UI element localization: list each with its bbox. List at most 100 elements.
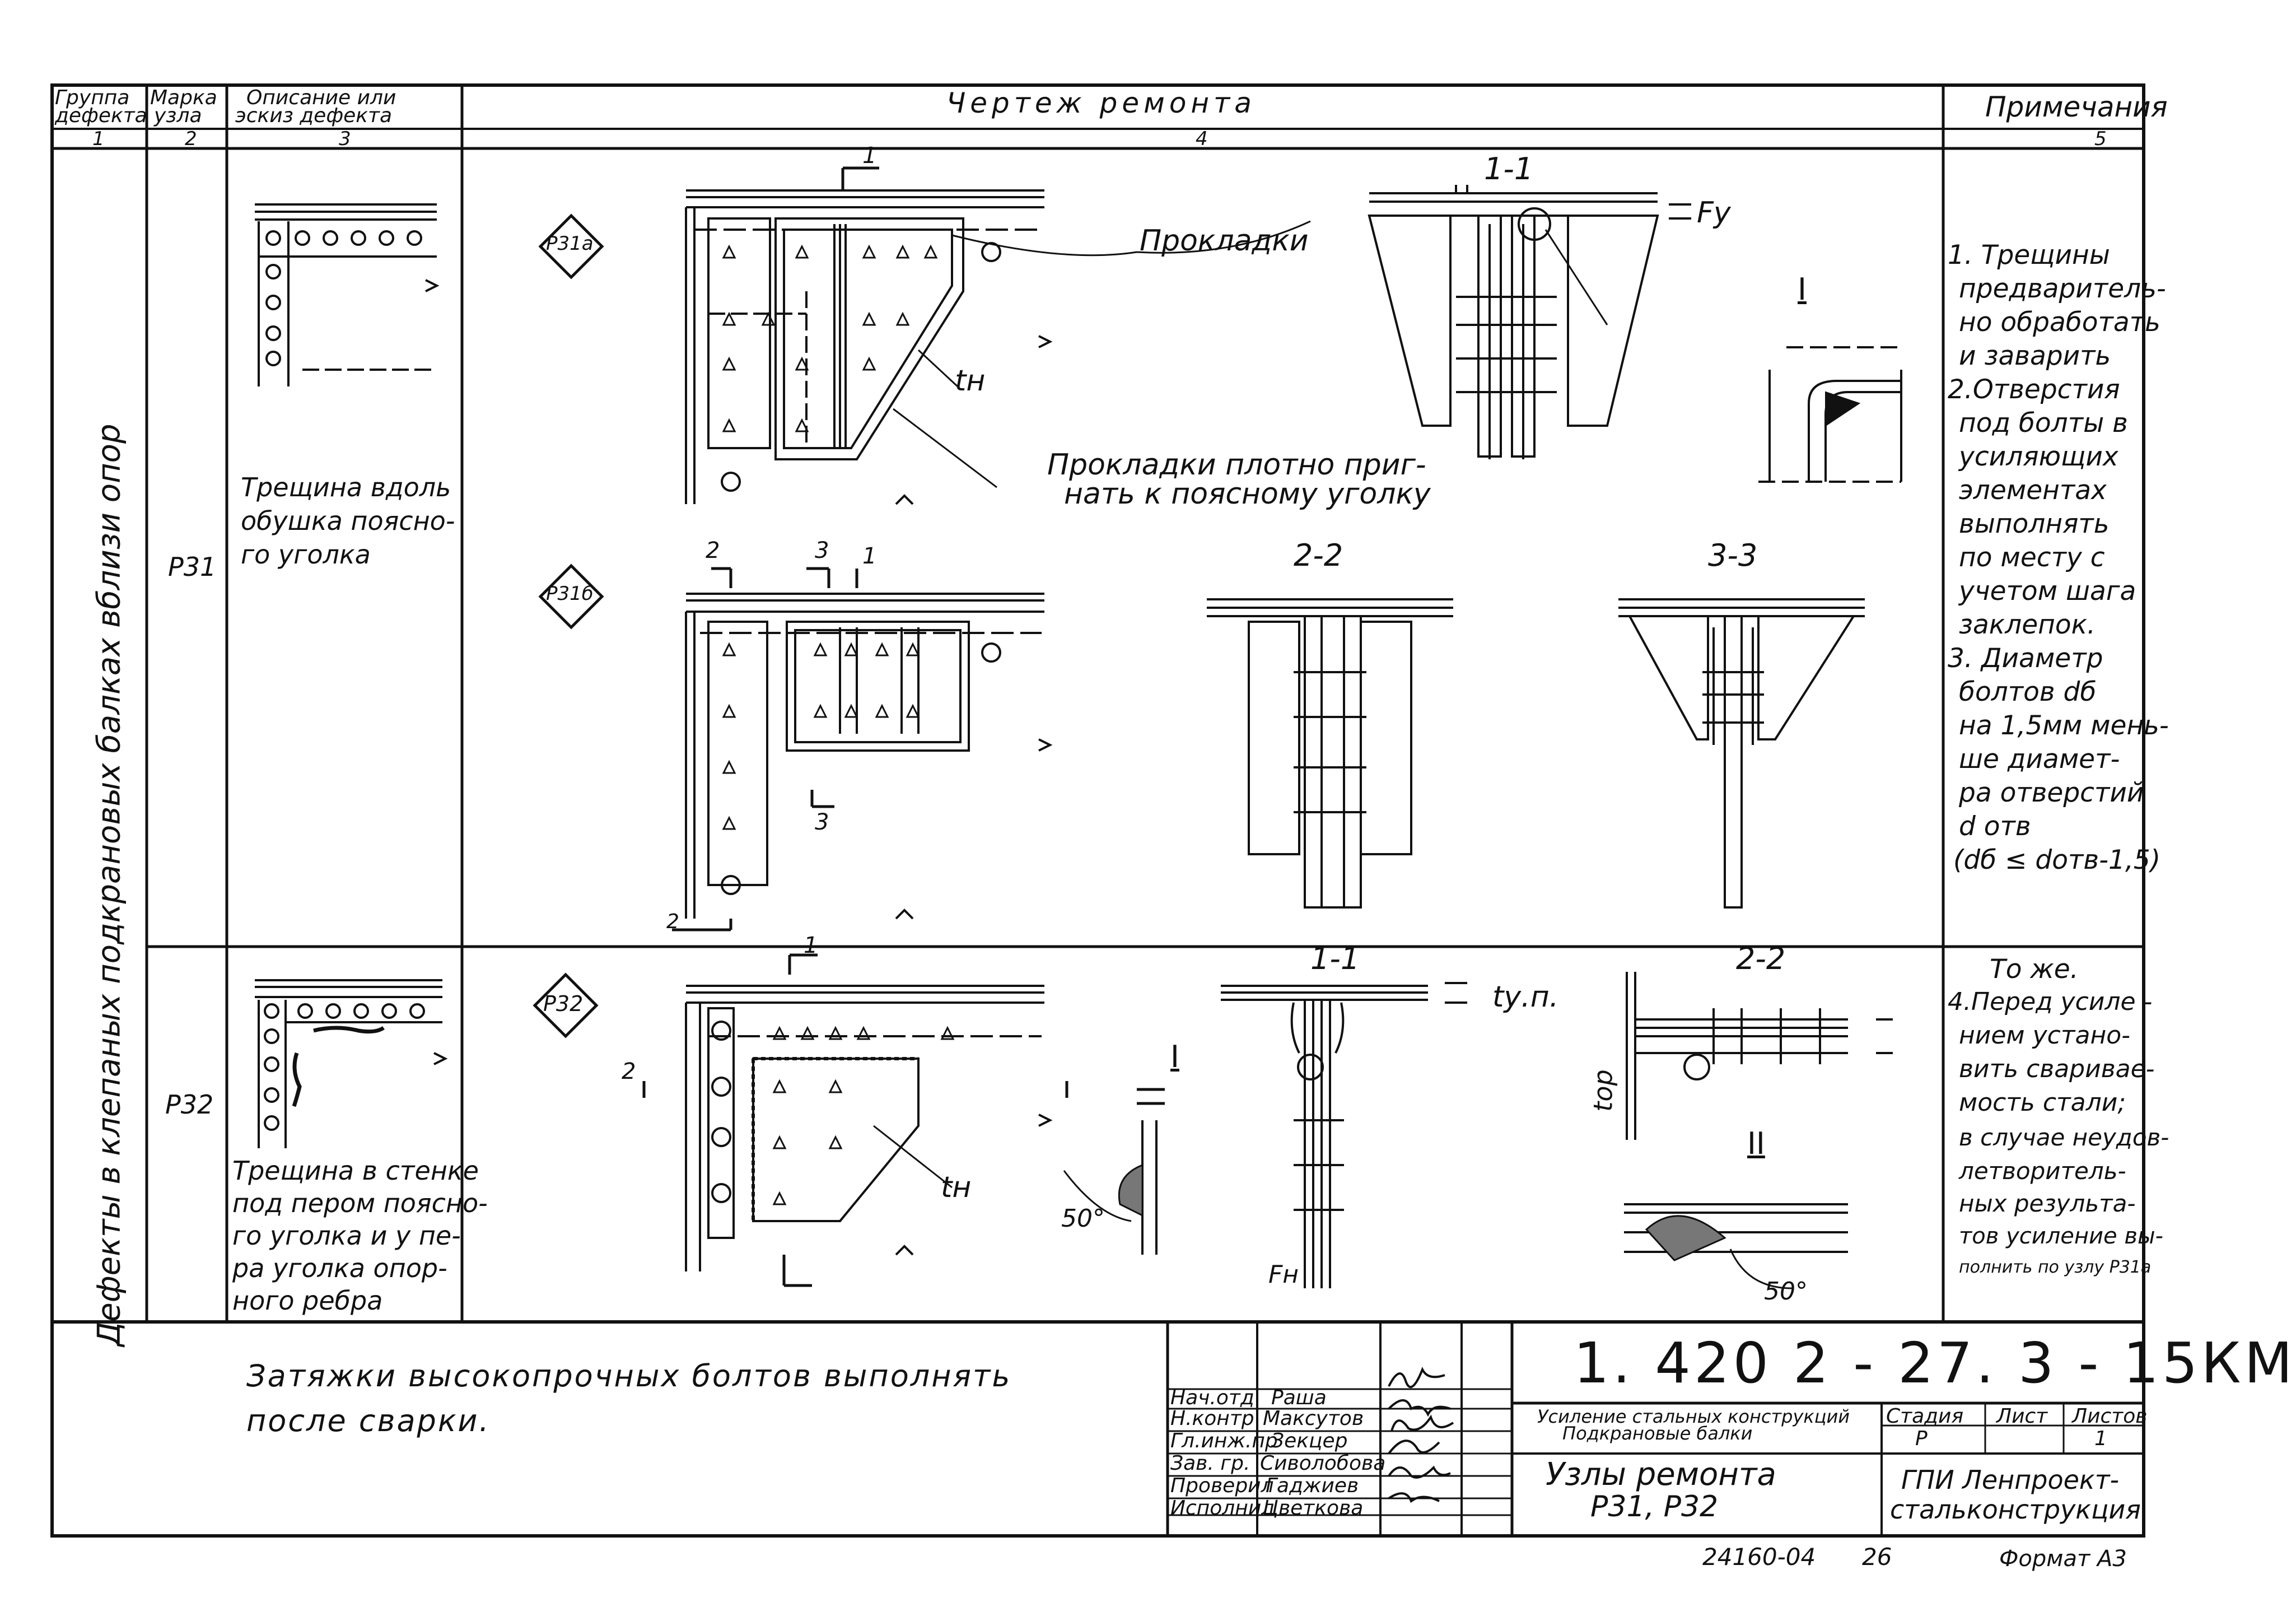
footer-note-line1: Затяжки высокопрочных болтов выполнять — [246, 1358, 1012, 1394]
note-line: 2.Отверстия — [1948, 374, 2120, 405]
note-line: (dб ≤ dотв-1,5) — [1953, 845, 2161, 875]
sig-role-3: Гл.инж.пр — [1170, 1429, 1278, 1452]
note-line: мость стали; — [1959, 1088, 2126, 1117]
stage-label: Стадия — [1886, 1405, 1964, 1428]
p31b-front-view — [672, 567, 1053, 931]
project-line2: Подкрановые балки — [1562, 1423, 1753, 1444]
sheet-title-line1: Узлы ремонта — [1546, 1456, 1776, 1493]
row1-mark: Р31 — [168, 552, 217, 582]
cut-mark-1-row1: 1 — [862, 143, 877, 169]
section-title-3-3-row1: 3-3 — [1708, 538, 1758, 573]
sig-name-5: Гаджиев — [1266, 1474, 1359, 1497]
row2-description-line1: Трещина в стенке — [232, 1156, 479, 1186]
sig-name-3: Зекцер — [1271, 1429, 1348, 1452]
section-title-2-2-row2: 2-2 — [1736, 941, 1786, 976]
note-line: болтов dб — [1959, 677, 2097, 707]
note-line: 1. Трещины — [1948, 240, 2110, 271]
label-fy: Fу — [1697, 196, 1731, 230]
col2-title-line2: узла — [154, 104, 202, 127]
sheets-value: 1 — [2094, 1427, 2107, 1450]
row2-description-line4: ра уголка опор- — [232, 1253, 447, 1283]
row1-description-line3: го уголка — [241, 539, 371, 570]
cut-mark-3-row1-bottom: 3 — [815, 809, 829, 835]
note-line: в случае неудов- — [1959, 1124, 2169, 1151]
row2-description-line3: го уголка и у пе- — [232, 1221, 461, 1251]
label-tn-row2: tн — [941, 1171, 972, 1204]
col-number-4: 4 — [1196, 128, 1208, 150]
org-line2: стальконструкция — [1890, 1494, 2141, 1525]
node-tag-diamonds — [533, 213, 604, 1038]
p32-section-2-2 — [1626, 972, 1893, 1140]
note-line: ра отверстий — [1959, 777, 2144, 808]
note-line: 3. Диаметр — [1948, 643, 2103, 674]
org-line1: ГПИ Ленпроект- — [1901, 1465, 2120, 1495]
defect-sketch-p32 — [255, 979, 448, 1148]
note-line: тов усиление вы- — [1959, 1223, 2163, 1249]
node-tag-p32: Р32 — [543, 991, 584, 1016]
row1-description-line1: Трещина вдоль — [241, 472, 451, 502]
label-fn: Fн — [1268, 1260, 1299, 1289]
archive-number: 24160-04 — [1702, 1543, 1816, 1571]
note-line: полнить по узлу Р31а — [1959, 1257, 2152, 1277]
note-line: по месту с — [1959, 542, 2105, 573]
col-number-3: 3 — [339, 128, 351, 150]
project-line1: Усиление стальных конструкций — [1537, 1406, 1850, 1427]
section-title-2-2-row1: 2-2 — [1294, 538, 1343, 573]
note-line: вить сваривае- — [1959, 1055, 2155, 1083]
sig-name-2: Максутов — [1263, 1407, 1364, 1430]
sig-name-1: Раша — [1271, 1386, 1327, 1409]
note-line: на 1,5мм мень- — [1959, 710, 2169, 741]
note-line: выполнять — [1959, 509, 2110, 539]
col2-title-line1: Марка — [150, 86, 217, 109]
note-line: То же. — [1990, 954, 2079, 985]
col4-title: Чертеж ремонта — [946, 87, 1256, 119]
note-line: ных результа- — [1959, 1190, 2136, 1217]
label-prokladki-fit-line1: Прокладки плотно приг- — [1047, 448, 1426, 482]
note-line: ше диамет- — [1959, 744, 2120, 775]
note-line: под болты в — [1959, 408, 2128, 439]
row2-mark: Р32 — [165, 1089, 214, 1120]
defect-sketch-p31 — [255, 203, 440, 386]
detail-title-I-row1: I — [1798, 272, 1807, 307]
sig-role-6: Исполнил — [1170, 1497, 1275, 1520]
sig-name-4: Сиволобова — [1260, 1452, 1386, 1475]
note-line: нием устано- — [1959, 1021, 2131, 1050]
section-title-1-1-row2: 1-1 — [1310, 941, 1360, 976]
row2-description-line5: ного ребра — [232, 1285, 383, 1316]
p31b-section-2-2 — [1207, 598, 1453, 909]
p31a-front-view — [685, 166, 1311, 505]
label-tn-row1: tн — [955, 364, 986, 398]
col3-title-line1: Описание или — [246, 86, 396, 109]
row1-description-line2: обушка поясно- — [241, 506, 455, 536]
sig-role-2: Н.контр — [1170, 1407, 1254, 1430]
label-angle-row2-left: 50° — [1061, 1204, 1105, 1233]
label-prokladki-fit-line2: нать к поясному уголку — [1064, 477, 1431, 511]
p31a-section-1-1 — [1368, 185, 1691, 459]
note-line: учетом шага — [1959, 576, 2136, 607]
sig-name-6: Цветкова — [1263, 1497, 1364, 1520]
p32-detail-I — [1063, 1088, 1165, 1255]
label-angle-row2-right: 50° — [1764, 1277, 1808, 1306]
p32-front-view — [642, 953, 1068, 1287]
note-line: усиляющих — [1959, 441, 2118, 472]
col-number-1: 1 — [92, 128, 105, 150]
sig-role-4: Зав. гр. — [1170, 1452, 1250, 1475]
cut-mark-1-row2: 1 — [804, 933, 818, 958]
sheets-label: Листов — [2072, 1405, 2148, 1428]
note-line: заклепок. — [1959, 609, 2096, 640]
detail-title-I-row2: I — [1170, 1039, 1179, 1074]
cut-mark-1-row1b: 1 — [862, 543, 877, 569]
detail-title-II-row2: II — [1747, 1126, 1765, 1161]
col1-title-line1: Группа — [55, 86, 130, 109]
col3-title-line2: эскиз дефекта — [235, 104, 393, 127]
cut-mark-2-row2-left: 2 — [622, 1059, 636, 1084]
note-line: 4.Перед усиле - — [1948, 988, 2153, 1016]
col-number-5: 5 — [2094, 128, 2107, 150]
page-number: 26 — [1862, 1543, 1892, 1571]
note-line: d отв — [1959, 811, 2031, 842]
cut-mark-2-row1-bottom: 2 — [666, 910, 679, 933]
